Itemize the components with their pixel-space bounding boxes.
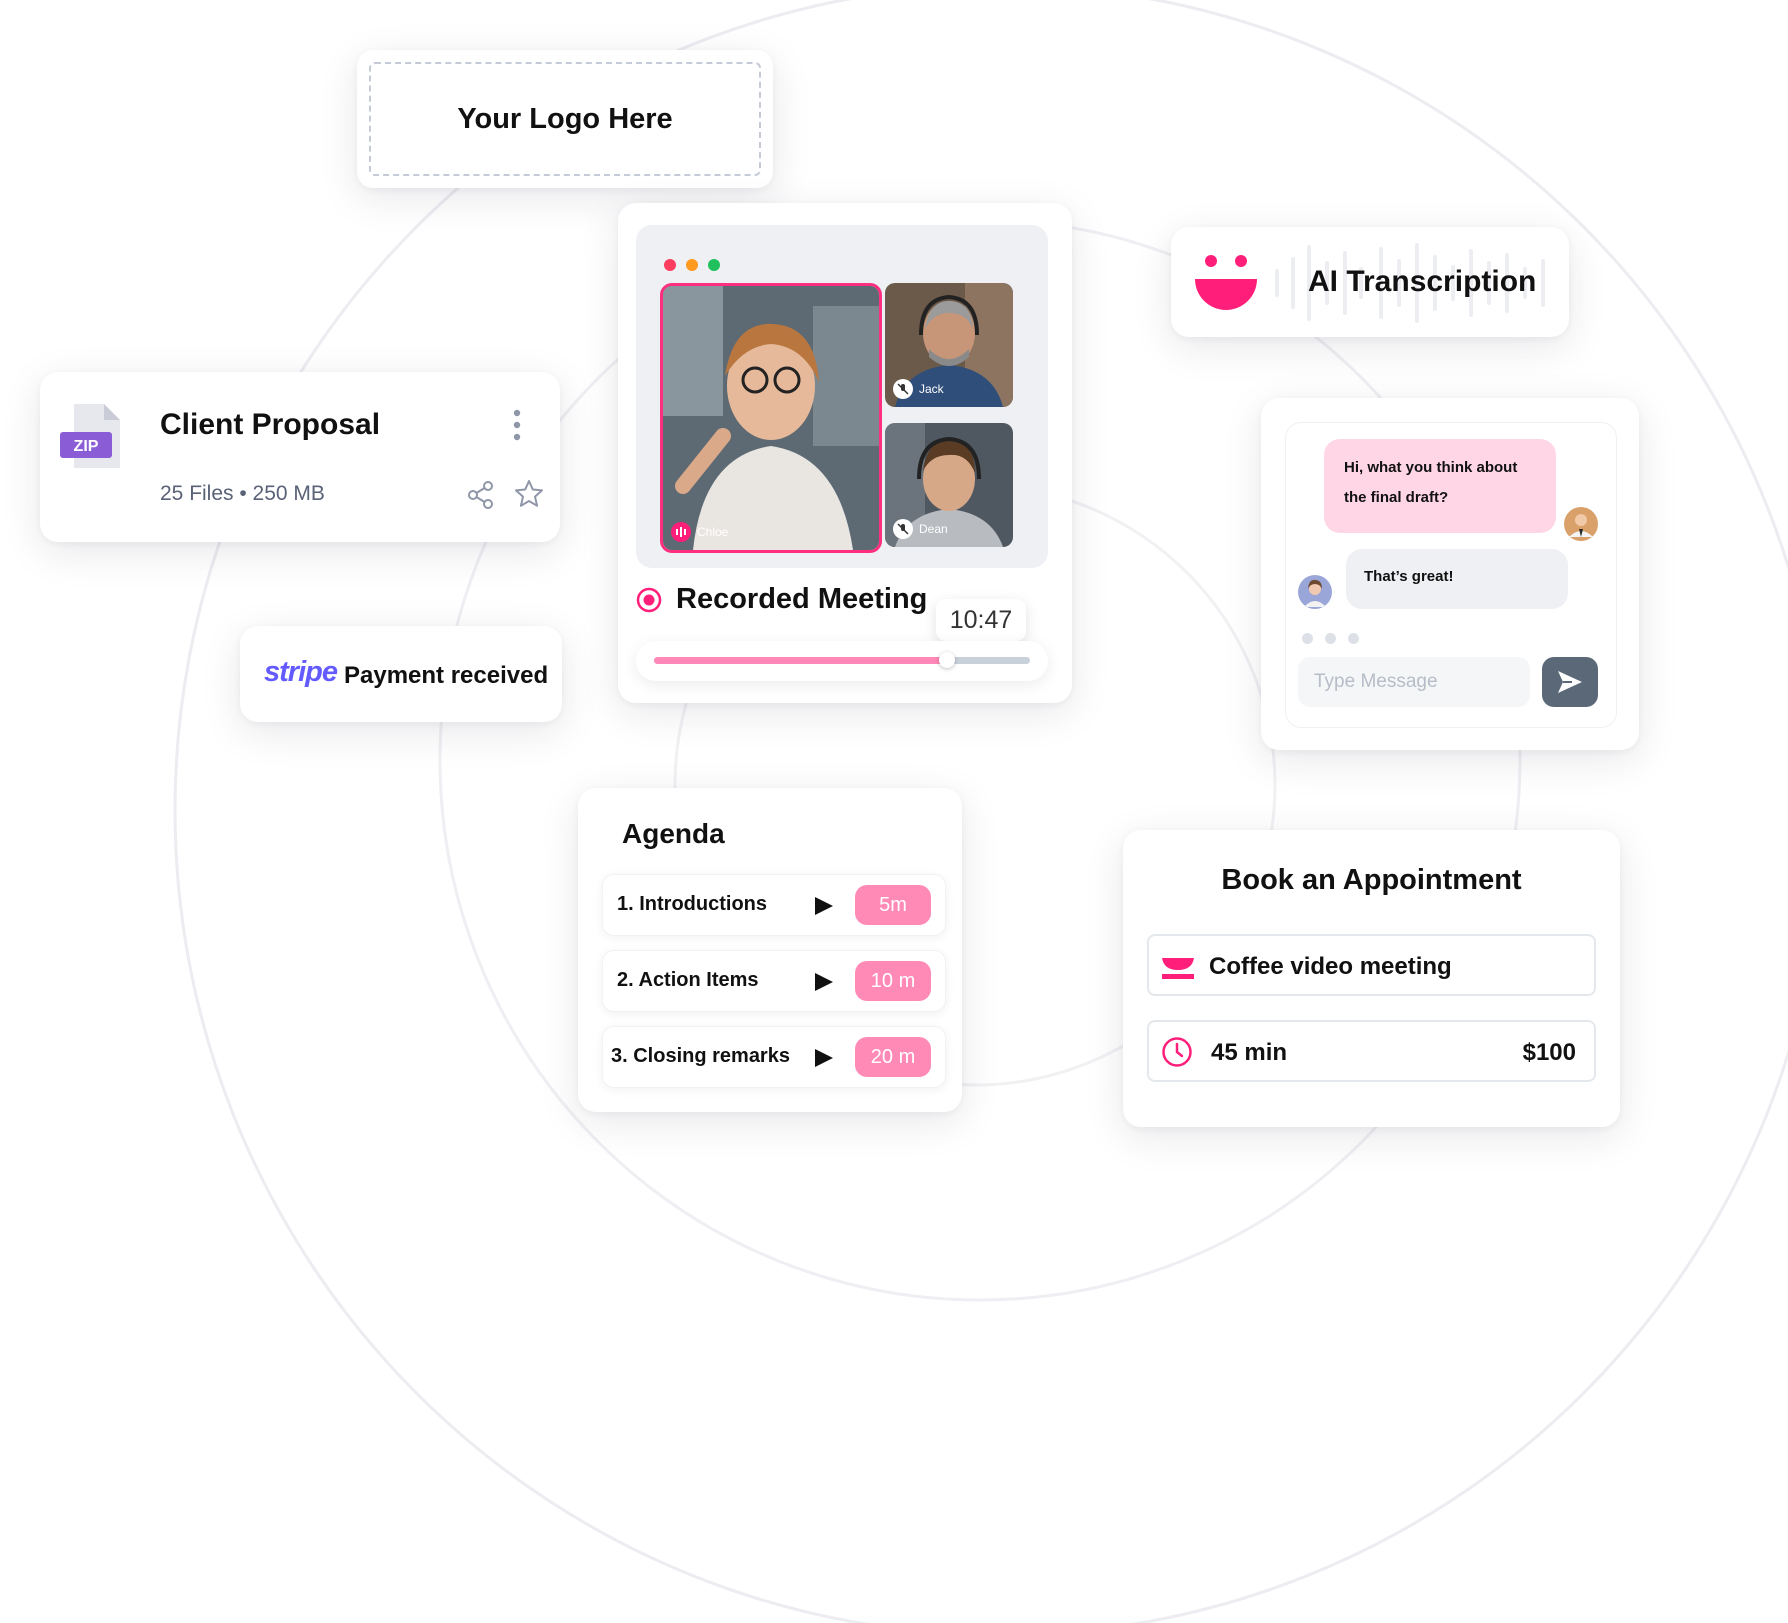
chloe-name-tag: Chloe xyxy=(671,522,728,542)
record-icon xyxy=(636,587,662,612)
agenda-item-action-items[interactable]: 2. Action Items 10 m xyxy=(602,950,946,1012)
send-button[interactable] xyxy=(1542,657,1598,707)
zip-file-icon: ZIP xyxy=(60,404,120,468)
more-options-icon[interactable] xyxy=(510,408,524,442)
duration-label: 45 min xyxy=(1211,1039,1288,1066)
typing-indicator xyxy=(1302,633,1359,644)
agenda-duration-pill: 10 m xyxy=(855,961,931,1001)
avatar-man xyxy=(1564,507,1598,541)
agenda-item-closing-remarks[interactable]: 3. Closing remarks 20 m xyxy=(602,1026,946,1088)
payment-status: Payment received xyxy=(344,662,549,689)
agenda-duration-pill: 5m xyxy=(855,885,931,925)
agenda-item-label: 2. Action Items xyxy=(617,969,759,991)
avatar-woman xyxy=(1298,575,1332,609)
play-icon[interactable] xyxy=(813,1047,835,1069)
participant-tile-dean[interactable]: Dean xyxy=(885,423,1013,547)
price-label: $100 xyxy=(1522,1039,1576,1066)
jack-name-tag: Jack xyxy=(893,379,944,399)
smiley-logo-icon xyxy=(1195,255,1257,310)
share-icon[interactable] xyxy=(466,480,496,510)
mic-muted-icon xyxy=(893,519,913,539)
playback-track[interactable] xyxy=(654,652,1030,668)
agenda-card: Agenda 1. Introductions 5m 2. Action Ite… xyxy=(578,788,962,1112)
agenda-duration-pill: 20 m xyxy=(855,1037,931,1077)
chat-card: Hi, what you think about the final draft… xyxy=(1261,398,1639,750)
speaking-icon xyxy=(671,522,691,542)
video-meeting-card: Chloe Jack xyxy=(618,203,1072,703)
stripe-logo: stripe xyxy=(264,656,338,688)
ai-transcription-card: AI Transcription xyxy=(1171,227,1569,337)
window-minimize-dot[interactable] xyxy=(686,259,698,271)
chat-window: Hi, what you think about the final draft… xyxy=(1285,422,1617,728)
send-icon xyxy=(1558,671,1582,693)
participant-name: Chloe xyxy=(697,525,729,539)
participant-name: Dean xyxy=(919,522,948,536)
mic-muted-icon xyxy=(893,379,913,399)
clock-icon xyxy=(1162,1037,1192,1067)
play-icon[interactable] xyxy=(813,895,835,917)
participant-name: Jack xyxy=(919,382,944,396)
participant-tile-chloe[interactable]: Chloe xyxy=(660,283,882,553)
file-card[interactable]: ZIP Client Proposal 25 Files • 250 MB xyxy=(40,372,560,542)
meeting-type-label: Coffee video meeting xyxy=(1209,953,1452,980)
chloe-video-image xyxy=(663,286,879,550)
star-icon[interactable] xyxy=(513,478,545,510)
recording-label: Recorded Meeting xyxy=(676,583,928,615)
payment-card: stripe Payment received xyxy=(240,626,562,722)
playback-handle[interactable] xyxy=(939,652,956,668)
agenda-title: Agenda xyxy=(622,818,725,849)
duration-price-field[interactable]: 45 min $100 xyxy=(1147,1020,1596,1082)
meeting-type-field[interactable]: Coffee video meeting xyxy=(1147,934,1596,996)
window-close-dot[interactable] xyxy=(664,259,676,271)
play-icon[interactable] xyxy=(813,971,835,993)
appointment-title: Book an Appointment xyxy=(1221,864,1522,896)
agenda-item-introductions[interactable]: 1. Introductions 5m xyxy=(602,874,946,936)
ai-transcription-title: AI Transcription xyxy=(1308,265,1537,298)
file-title: Client Proposal xyxy=(160,408,381,441)
recording-indicator: Recorded Meeting xyxy=(636,583,927,616)
zip-badge-text: ZIP xyxy=(74,438,99,455)
playback-time: 10:47 xyxy=(936,599,1026,641)
message-input[interactable]: Type Message xyxy=(1298,657,1530,707)
agenda-item-label: 1. Introductions xyxy=(617,893,767,915)
appointment-card: Book an Appointment Coffee video meeting… xyxy=(1123,830,1620,1127)
window-maximize-dot[interactable] xyxy=(708,259,720,271)
chat-message-incoming: Hi, what you think about the final draft… xyxy=(1324,439,1556,533)
agenda-item-label: 3. Closing remarks xyxy=(611,1045,790,1067)
logo-placeholder-text: Your Logo Here xyxy=(369,62,761,176)
participant-tile-jack[interactable]: Jack xyxy=(885,283,1013,407)
logo-placeholder-card: Your Logo Here xyxy=(357,50,773,188)
audio-waveform-icon xyxy=(1275,243,1545,323)
playback-progress xyxy=(654,657,948,664)
playback-bar[interactable] xyxy=(636,641,1048,681)
file-meta: 25 Files • 250 MB xyxy=(160,482,325,505)
dean-name-tag: Dean xyxy=(893,519,948,539)
coffee-cup-icon xyxy=(1162,958,1194,979)
video-call-window: Chloe Jack xyxy=(636,225,1048,568)
chat-message-reply: That’s great! xyxy=(1346,549,1568,609)
